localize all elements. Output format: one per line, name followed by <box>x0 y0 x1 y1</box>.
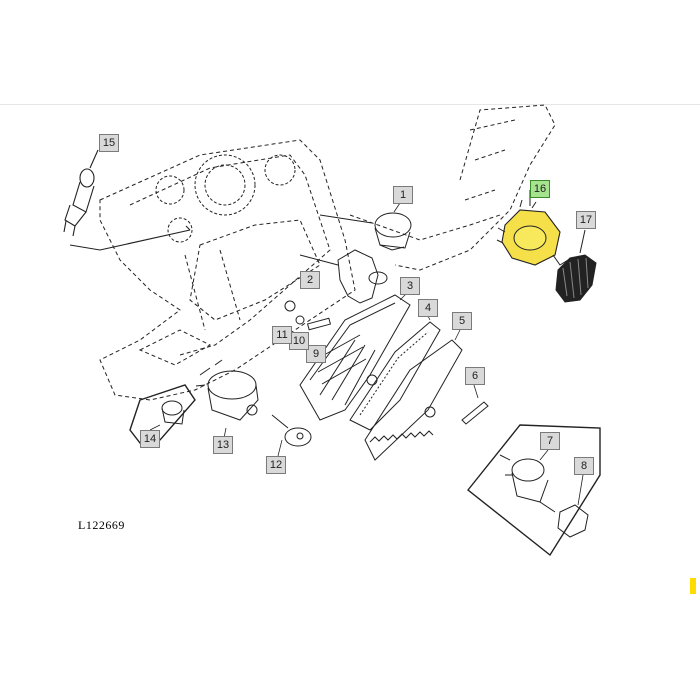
fuse-box-part <box>299 294 411 421</box>
callout-6[interactable]: 6 <box>465 367 485 385</box>
warning-lamp-part <box>299 249 388 304</box>
callout-7[interactable]: 7 <box>540 432 560 450</box>
callout-11[interactable]: 11 <box>272 326 292 344</box>
divider <box>0 104 700 105</box>
yellow-edge-marker <box>690 578 696 594</box>
callout-2[interactable]: 2 <box>300 271 320 289</box>
dashboard-frame-outline <box>99 104 556 401</box>
callout-17[interactable]: 17 <box>576 211 596 229</box>
switch-knob-part <box>555 229 597 303</box>
round-switch-part <box>319 212 412 251</box>
drawing-reference-code: L122669 <box>78 518 125 532</box>
callout-14[interactable]: 14 <box>140 430 160 448</box>
callout-13[interactable]: 13 <box>213 436 233 454</box>
bulb-holder-part <box>63 149 191 251</box>
gauge-outlines <box>155 154 296 243</box>
fastener-parts <box>284 300 332 331</box>
callout-3[interactable]: 3 <box>400 277 420 295</box>
light-switch-part-highlighted <box>496 190 569 266</box>
callout-8[interactable]: 8 <box>574 457 594 475</box>
inset-switch-group <box>467 424 601 557</box>
gasket-part <box>349 321 441 431</box>
callout-1[interactable]: 1 <box>393 186 413 204</box>
callout-15[interactable]: 15 <box>99 134 119 152</box>
callout-10[interactable]: 10 <box>289 332 309 350</box>
fuse-part <box>461 401 489 425</box>
ignition-switch-part <box>195 359 259 421</box>
callout-12[interactable]: 12 <box>266 456 286 474</box>
callout-16[interactable]: 16 <box>530 180 550 198</box>
callout-9[interactable]: 9 <box>306 345 326 363</box>
ignition-key-part <box>271 414 312 447</box>
callout-5[interactable]: 5 <box>452 312 472 330</box>
callout-4[interactable]: 4 <box>418 299 438 317</box>
fuse-cover-part <box>364 339 463 461</box>
